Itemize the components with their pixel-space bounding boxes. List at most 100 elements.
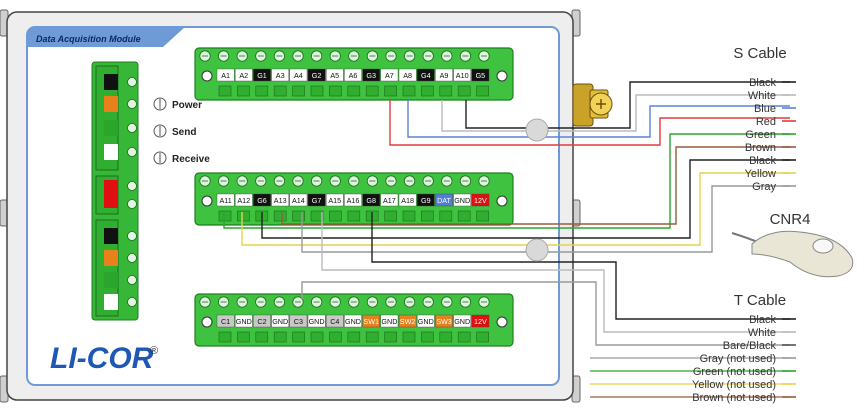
terminal-label-box — [271, 314, 290, 328]
wire-slot-green — [104, 120, 118, 136]
terminal-label-box — [344, 68, 362, 82]
cable-title: S Cable — [733, 45, 786, 62]
wire-label: Red — [756, 116, 776, 128]
screw-icon — [127, 181, 137, 191]
terminal-slot — [310, 210, 324, 222]
wire-brown — [281, 146, 790, 225]
terminal-label: G7 — [312, 196, 322, 205]
terminal-slot — [255, 331, 269, 343]
terminal-slot — [476, 210, 489, 222]
terminal-slot — [273, 85, 287, 97]
terminal-label-box — [380, 314, 399, 328]
licor-logo: LI-COR — [50, 342, 154, 375]
screw-icon — [127, 147, 137, 157]
terminal-slot — [329, 331, 342, 343]
terminal-label-box — [344, 193, 362, 207]
terminal-label: GND — [454, 196, 470, 205]
terminal-slot — [421, 210, 434, 222]
terminal-label-box — [253, 193, 271, 207]
wire-blue — [407, 100, 790, 138]
screw-icon — [127, 77, 137, 87]
terminal-slot — [218, 210, 232, 222]
terminal-label-box — [417, 68, 435, 82]
terminal-label: A14 — [292, 196, 305, 205]
wire-slot-red — [104, 180, 118, 208]
terminal-slot — [237, 210, 250, 222]
wire-label: Black — [749, 155, 776, 167]
terminal-label: SW2 — [400, 317, 416, 326]
screw-icon — [127, 99, 137, 109]
terminal-label: A13 — [274, 196, 287, 205]
terminal-label-box — [398, 68, 417, 82]
terminal-label-box — [271, 193, 290, 207]
terminal-label: G8 — [366, 196, 376, 205]
terminal-label-box — [289, 314, 308, 328]
wire-label: Brown — [745, 142, 776, 154]
terminal-label: C1 — [221, 317, 230, 326]
unused-wires — [590, 357, 790, 398]
terminal-label: A9 — [440, 71, 449, 80]
wire-white-t — [321, 212, 790, 333]
terminal-label-box — [471, 68, 490, 82]
terminal-label-box — [398, 193, 417, 207]
module-title: Data Acquisition Module — [36, 34, 141, 44]
wire-slot-green — [104, 272, 118, 288]
wire-label: Green (not used) — [693, 366, 776, 378]
terminal-slot — [255, 85, 269, 97]
send-label: Send — [172, 127, 196, 138]
terminal-label: GND — [418, 317, 434, 326]
wire-label: Green — [745, 129, 776, 141]
wire-label: Black — [749, 77, 776, 89]
wire-black-s — [465, 81, 790, 129]
wire-label: Yellow (not used) — [692, 379, 776, 391]
terminal-label: GND — [345, 317, 361, 326]
terminal-slot — [292, 85, 305, 97]
wire-label: Gray (not used) — [700, 353, 776, 365]
terminal-label-box — [307, 68, 326, 82]
terminal-label-box — [471, 314, 490, 328]
terminal-label-box — [435, 193, 453, 207]
terminal-label-box — [326, 314, 344, 328]
terminal-slot — [439, 85, 453, 97]
terminal-label-box — [362, 68, 381, 82]
terminal-slot — [347, 85, 361, 97]
terminal-label-box — [326, 68, 344, 82]
terminal-label-box — [398, 314, 417, 328]
wire-label: White — [748, 327, 776, 339]
end-screw-icon — [496, 195, 508, 207]
terminal-label: SW3 — [436, 317, 452, 326]
terminal-label-box — [362, 314, 381, 328]
terminal-label: A10 — [456, 71, 469, 80]
wire-green — [223, 133, 790, 229]
wire-label: Brown (not used) — [692, 392, 776, 404]
screw-icon — [127, 297, 137, 307]
terminal-slot — [402, 210, 416, 222]
terminal-slot — [402, 85, 416, 97]
wire-slot-white — [104, 144, 118, 160]
wire-yellow — [241, 172, 790, 246]
terminal-label-box — [362, 193, 381, 207]
terminal-label-box — [380, 68, 399, 82]
terminal-label-box — [344, 314, 362, 328]
end-screw-icon — [201, 316, 213, 328]
terminal-slot — [292, 331, 305, 343]
terminal-label-box — [216, 68, 235, 82]
terminal-slot — [310, 85, 324, 97]
terminal-label-box — [307, 193, 326, 207]
terminal-label: 12V — [474, 196, 487, 205]
terminal-label-box — [253, 68, 271, 82]
terminal-label: GND — [272, 317, 288, 326]
terminal-label: A18 — [401, 196, 414, 205]
screw-icon — [127, 123, 137, 133]
terminal-slot — [273, 210, 287, 222]
terminal-label-box — [289, 68, 308, 82]
terminal-label: A16 — [347, 196, 360, 205]
terminal-label-box — [271, 68, 290, 82]
terminal-slot — [421, 85, 434, 97]
screw-icon — [127, 275, 137, 285]
terminal-label-box — [417, 193, 435, 207]
sensor-body — [751, 230, 854, 278]
